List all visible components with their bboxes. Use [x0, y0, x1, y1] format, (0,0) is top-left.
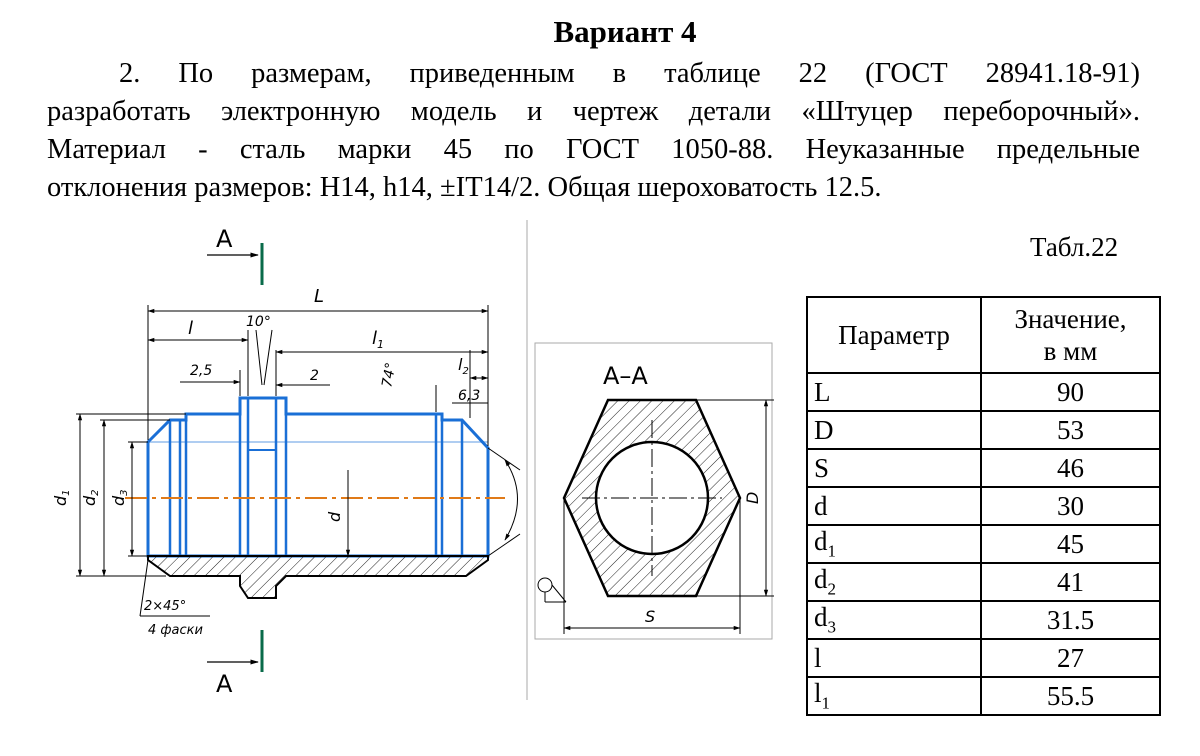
header-value: Значение,в мм [980, 296, 1161, 374]
svg-text:6,3: 6,3 [458, 388, 480, 404]
svg-text:D: D [743, 492, 762, 504]
svg-text:L: L [314, 286, 324, 307]
svg-text:d3: d3 [109, 489, 130, 506]
svg-text:10°: 10° [246, 314, 271, 330]
param-cell: d3 [806, 600, 982, 640]
section-mark-bottom: A [207, 630, 264, 698]
param-cell: l [806, 638, 982, 678]
dimension-labels: L l l1 l2 10° 2,5 2 6,3 74° d1 d2 d3 d 2… [51, 286, 480, 638]
section-mark-top: A [207, 225, 264, 285]
section-dimensions [537, 399, 774, 634]
value-cell: 55.5 [980, 676, 1161, 716]
param-cell: d [806, 486, 982, 526]
value-cell: 45 [980, 524, 1161, 564]
param-cell: d1 [806, 524, 982, 564]
hex-nut-section [562, 398, 742, 598]
svg-text:A: A [216, 670, 233, 698]
svg-text:d1: d1 [51, 489, 72, 506]
svg-text:l1: l1 [372, 328, 384, 351]
svg-text:A: A [216, 225, 233, 253]
svg-text:S: S [645, 607, 655, 626]
svg-text:74°: 74° [379, 361, 399, 388]
task-line-1: 2. По размерам, приведенным в таблице 22… [119, 58, 1140, 89]
section-view-frame: A–A [534, 342, 773, 640]
param-cell: S [806, 448, 982, 488]
fitting-body [146, 396, 490, 558]
param-cell: l1 [806, 676, 982, 716]
svg-text:4 фаски: 4 фаски [148, 623, 203, 638]
value-cell: 30 [980, 486, 1161, 526]
task-line-3: Материал - сталь марки 45 по ГОСТ 1050-8… [47, 134, 1140, 165]
value-cell: 90 [980, 372, 1161, 412]
svg-text:2,5: 2,5 [190, 363, 212, 379]
fitting-section [147, 555, 489, 599]
page-title: Вариант 4 [553, 14, 697, 49]
svg-text:d2: d2 [80, 489, 101, 506]
param-cell: L [806, 372, 982, 412]
param-cell: d2 [806, 562, 982, 602]
svg-text:d: d [325, 511, 344, 522]
value-cell: 31.5 [980, 600, 1161, 640]
dimensions [76, 305, 521, 617]
svg-text:2: 2 [310, 368, 319, 384]
svg-text:l: l [188, 318, 193, 339]
param-cell: D [806, 410, 982, 450]
svg-text:l2: l2 [458, 355, 469, 377]
header-param: Параметр [806, 296, 982, 374]
section-labels: D S [645, 492, 762, 626]
value-cell: 46 [980, 448, 1161, 488]
section-title: A–A [603, 362, 648, 390]
table-caption: Табл.22 [1030, 232, 1119, 262]
table-header-row: Параметр Значение,в мм [806, 296, 1161, 374]
task-line-2: разработать электронную модель и чертеж … [47, 96, 1140, 127]
task-text: 2. По размерам, приведенным в таблице 22… [47, 55, 1140, 207]
task-line-4: отклонения размеров: H14, h14, ±IT14/2. … [47, 172, 882, 203]
svg-text:2×45°: 2×45° [144, 599, 186, 614]
value-cell: 53 [980, 410, 1161, 450]
value-cell: 27 [980, 638, 1161, 678]
value-cell: 41 [980, 562, 1161, 602]
